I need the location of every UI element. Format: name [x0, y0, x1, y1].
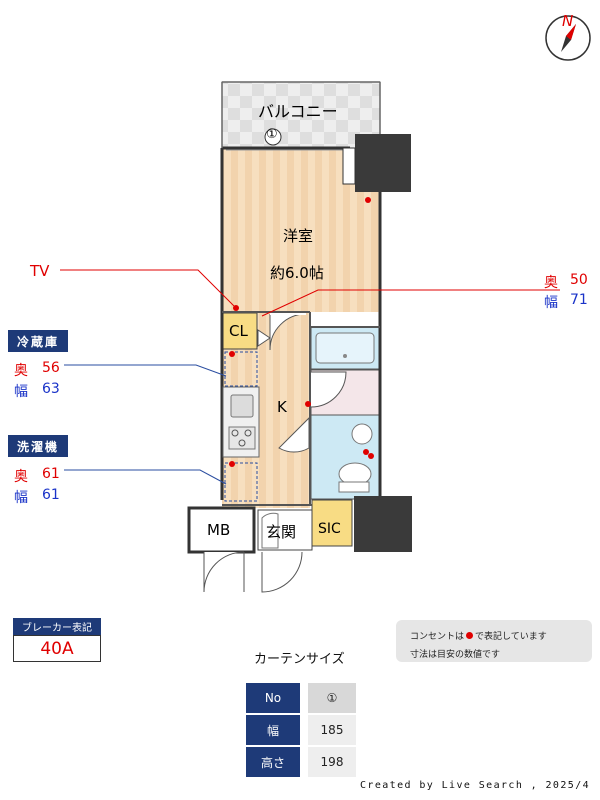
kitchen-label: K [277, 398, 287, 416]
washer-depth-value: 61 [42, 466, 60, 482]
washer-callout-line [64, 469, 227, 485]
ac-width-label: 幅 [544, 295, 558, 311]
pipe-shaft-2 [354, 496, 412, 552]
outlet-marker [305, 401, 311, 407]
credit-text: Created by Live Search , 2025/4 [360, 780, 591, 791]
table-header: 幅 [246, 715, 300, 745]
balcony-marker: ① [266, 127, 278, 142]
table-header: 高さ [246, 747, 300, 777]
fridge-space [224, 351, 258, 387]
tv-label: TV [30, 262, 50, 280]
sic-area [311, 499, 353, 547]
note-line1-post: で表記しています [475, 632, 547, 642]
curtain-size-table: No ① 幅 185 高さ 198 [246, 683, 356, 779]
note-line1-pre: コンセントは [410, 632, 465, 642]
stove [228, 426, 256, 450]
breaker-title: ブレーカー表記 [13, 618, 101, 635]
washer-width-value: 61 [42, 487, 60, 503]
entrance-label: 玄関 [266, 523, 297, 541]
sic-label: SIC [318, 521, 341, 537]
ac-depth-value: 50 [570, 272, 588, 288]
ac-callout-line [261, 289, 560, 317]
western-room-label: 洋室 [283, 227, 314, 245]
western-room-size: 約6.0帖 [270, 264, 324, 282]
washer-width-label: 幅 [14, 490, 28, 506]
closet-door [257, 329, 271, 347]
fridge-title-badge: 冷蔵庫 [8, 330, 68, 352]
mb-door-left [203, 551, 245, 593]
fridge-width-label: 幅 [14, 384, 28, 400]
note-line2: 寸法は目安の数値です [410, 650, 501, 660]
breaker-value: 40A [13, 635, 101, 662]
ac-width-value: 71 [570, 292, 588, 308]
fridge-depth-value: 56 [42, 360, 60, 376]
fridge-depth-label: 奥 [14, 363, 28, 379]
tv-callout-line [60, 269, 237, 309]
meter-box [187, 506, 256, 554]
washer-space [224, 462, 258, 502]
outlet-marker [365, 197, 371, 203]
outlet-marker [229, 351, 235, 357]
bathtub [315, 332, 375, 364]
table-cell: 198 [308, 747, 356, 777]
table-header: No [246, 683, 300, 713]
fridge-callout-line [64, 364, 227, 377]
table-row: 幅 185 [246, 715, 356, 745]
balcony-area [221, 81, 381, 149]
curtain-marker-circle [264, 128, 282, 146]
table-row: No ① [246, 683, 356, 713]
outlet-note: コンセントはで表記しています 寸法は目安の数値です [396, 620, 592, 662]
compass-letter: N [562, 12, 574, 30]
kitchen-door-swing [278, 416, 310, 453]
washer-depth-label: 奥 [14, 469, 28, 485]
sink [230, 394, 254, 418]
outlet-legend-icon [466, 632, 474, 639]
closet-label: CL [229, 322, 248, 340]
mb-door-right [261, 551, 303, 593]
curtain-title: カーテンサイズ [254, 652, 345, 667]
balcony-label: バルコニー [258, 102, 338, 121]
fridge-width-value: 63 [42, 381, 60, 397]
outlet-marker [363, 449, 369, 455]
table-row: 高さ 198 [246, 747, 356, 777]
washer-title-badge: 洗濯機 [8, 435, 68, 457]
table-cell: 185 [308, 715, 356, 745]
pipe-shaft [355, 134, 411, 192]
table-cell: ① [308, 683, 356, 713]
ac-depth-label: 奥 [544, 275, 558, 291]
wash-door-swing [310, 371, 347, 408]
outlet-marker [229, 461, 235, 467]
meter-box-label: MB [207, 521, 231, 539]
outlet-marker [368, 453, 374, 459]
entrance-door-swing [261, 512, 279, 549]
